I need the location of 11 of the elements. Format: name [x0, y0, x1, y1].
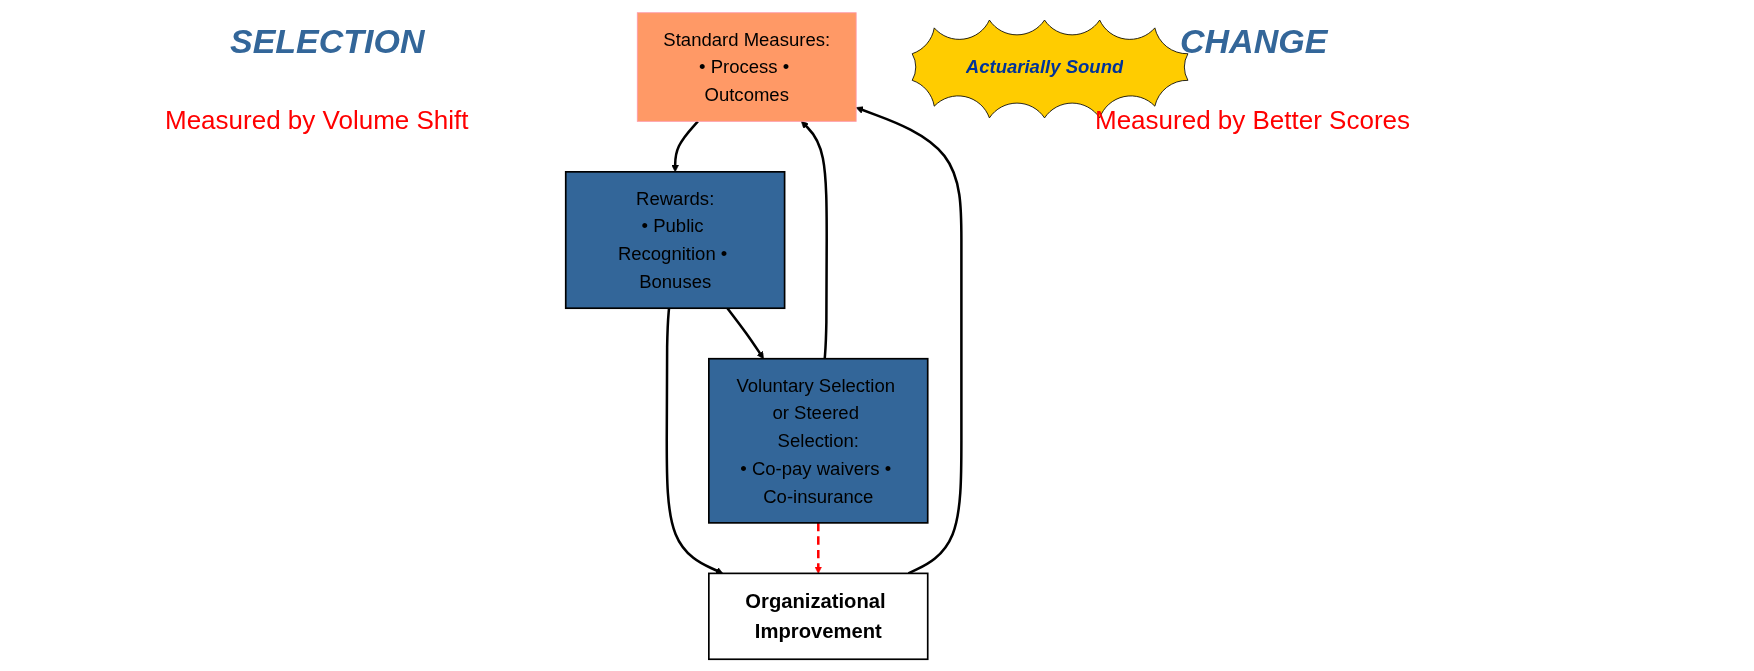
annotation-text: Measured by Volume Shift	[165, 105, 469, 136]
node-box: Organizational Improvement	[708, 572, 929, 660]
section-heading: SELECTION	[230, 22, 425, 61]
node-box: Voluntary Selection or Steered Selection: • Co-pay waivers • Co-insurance	[708, 357, 929, 524]
arrow	[726, 306, 765, 359]
arrow	[665, 307, 724, 574]
node-box: Standard Measures: • Process • Outcomes	[637, 11, 857, 122]
node-box: Rewards: • Public Recognition • Bonuses	[565, 170, 786, 309]
arrow	[671, 120, 699, 172]
arrow	[801, 120, 829, 359]
arrow	[814, 522, 823, 574]
